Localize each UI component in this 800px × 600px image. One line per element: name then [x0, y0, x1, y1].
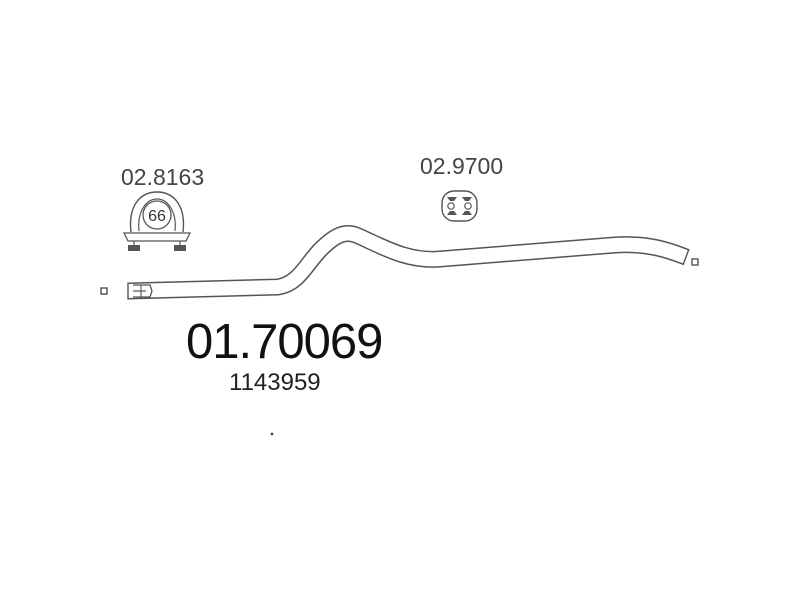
- exhaust-pipe-icon[interactable]: [127, 225, 690, 300]
- pipe-part-number[interactable]: 01.70069: [186, 315, 383, 369]
- stray-dot: [270, 432, 274, 436]
- clamp-size-label: 66: [148, 208, 166, 225]
- mount-part-number[interactable]: 02.9700: [420, 153, 504, 179]
- pipe-outlet-marker: [691, 258, 699, 266]
- clamp-part-number[interactable]: 02.8163: [121, 164, 205, 190]
- exhaust-clamp-icon[interactable]: [122, 191, 192, 251]
- rubber-mount-icon[interactable]: [441, 190, 478, 222]
- pipe-oem-number: 1143959: [229, 369, 321, 396]
- pipe-inlet-marker: [100, 287, 108, 295]
